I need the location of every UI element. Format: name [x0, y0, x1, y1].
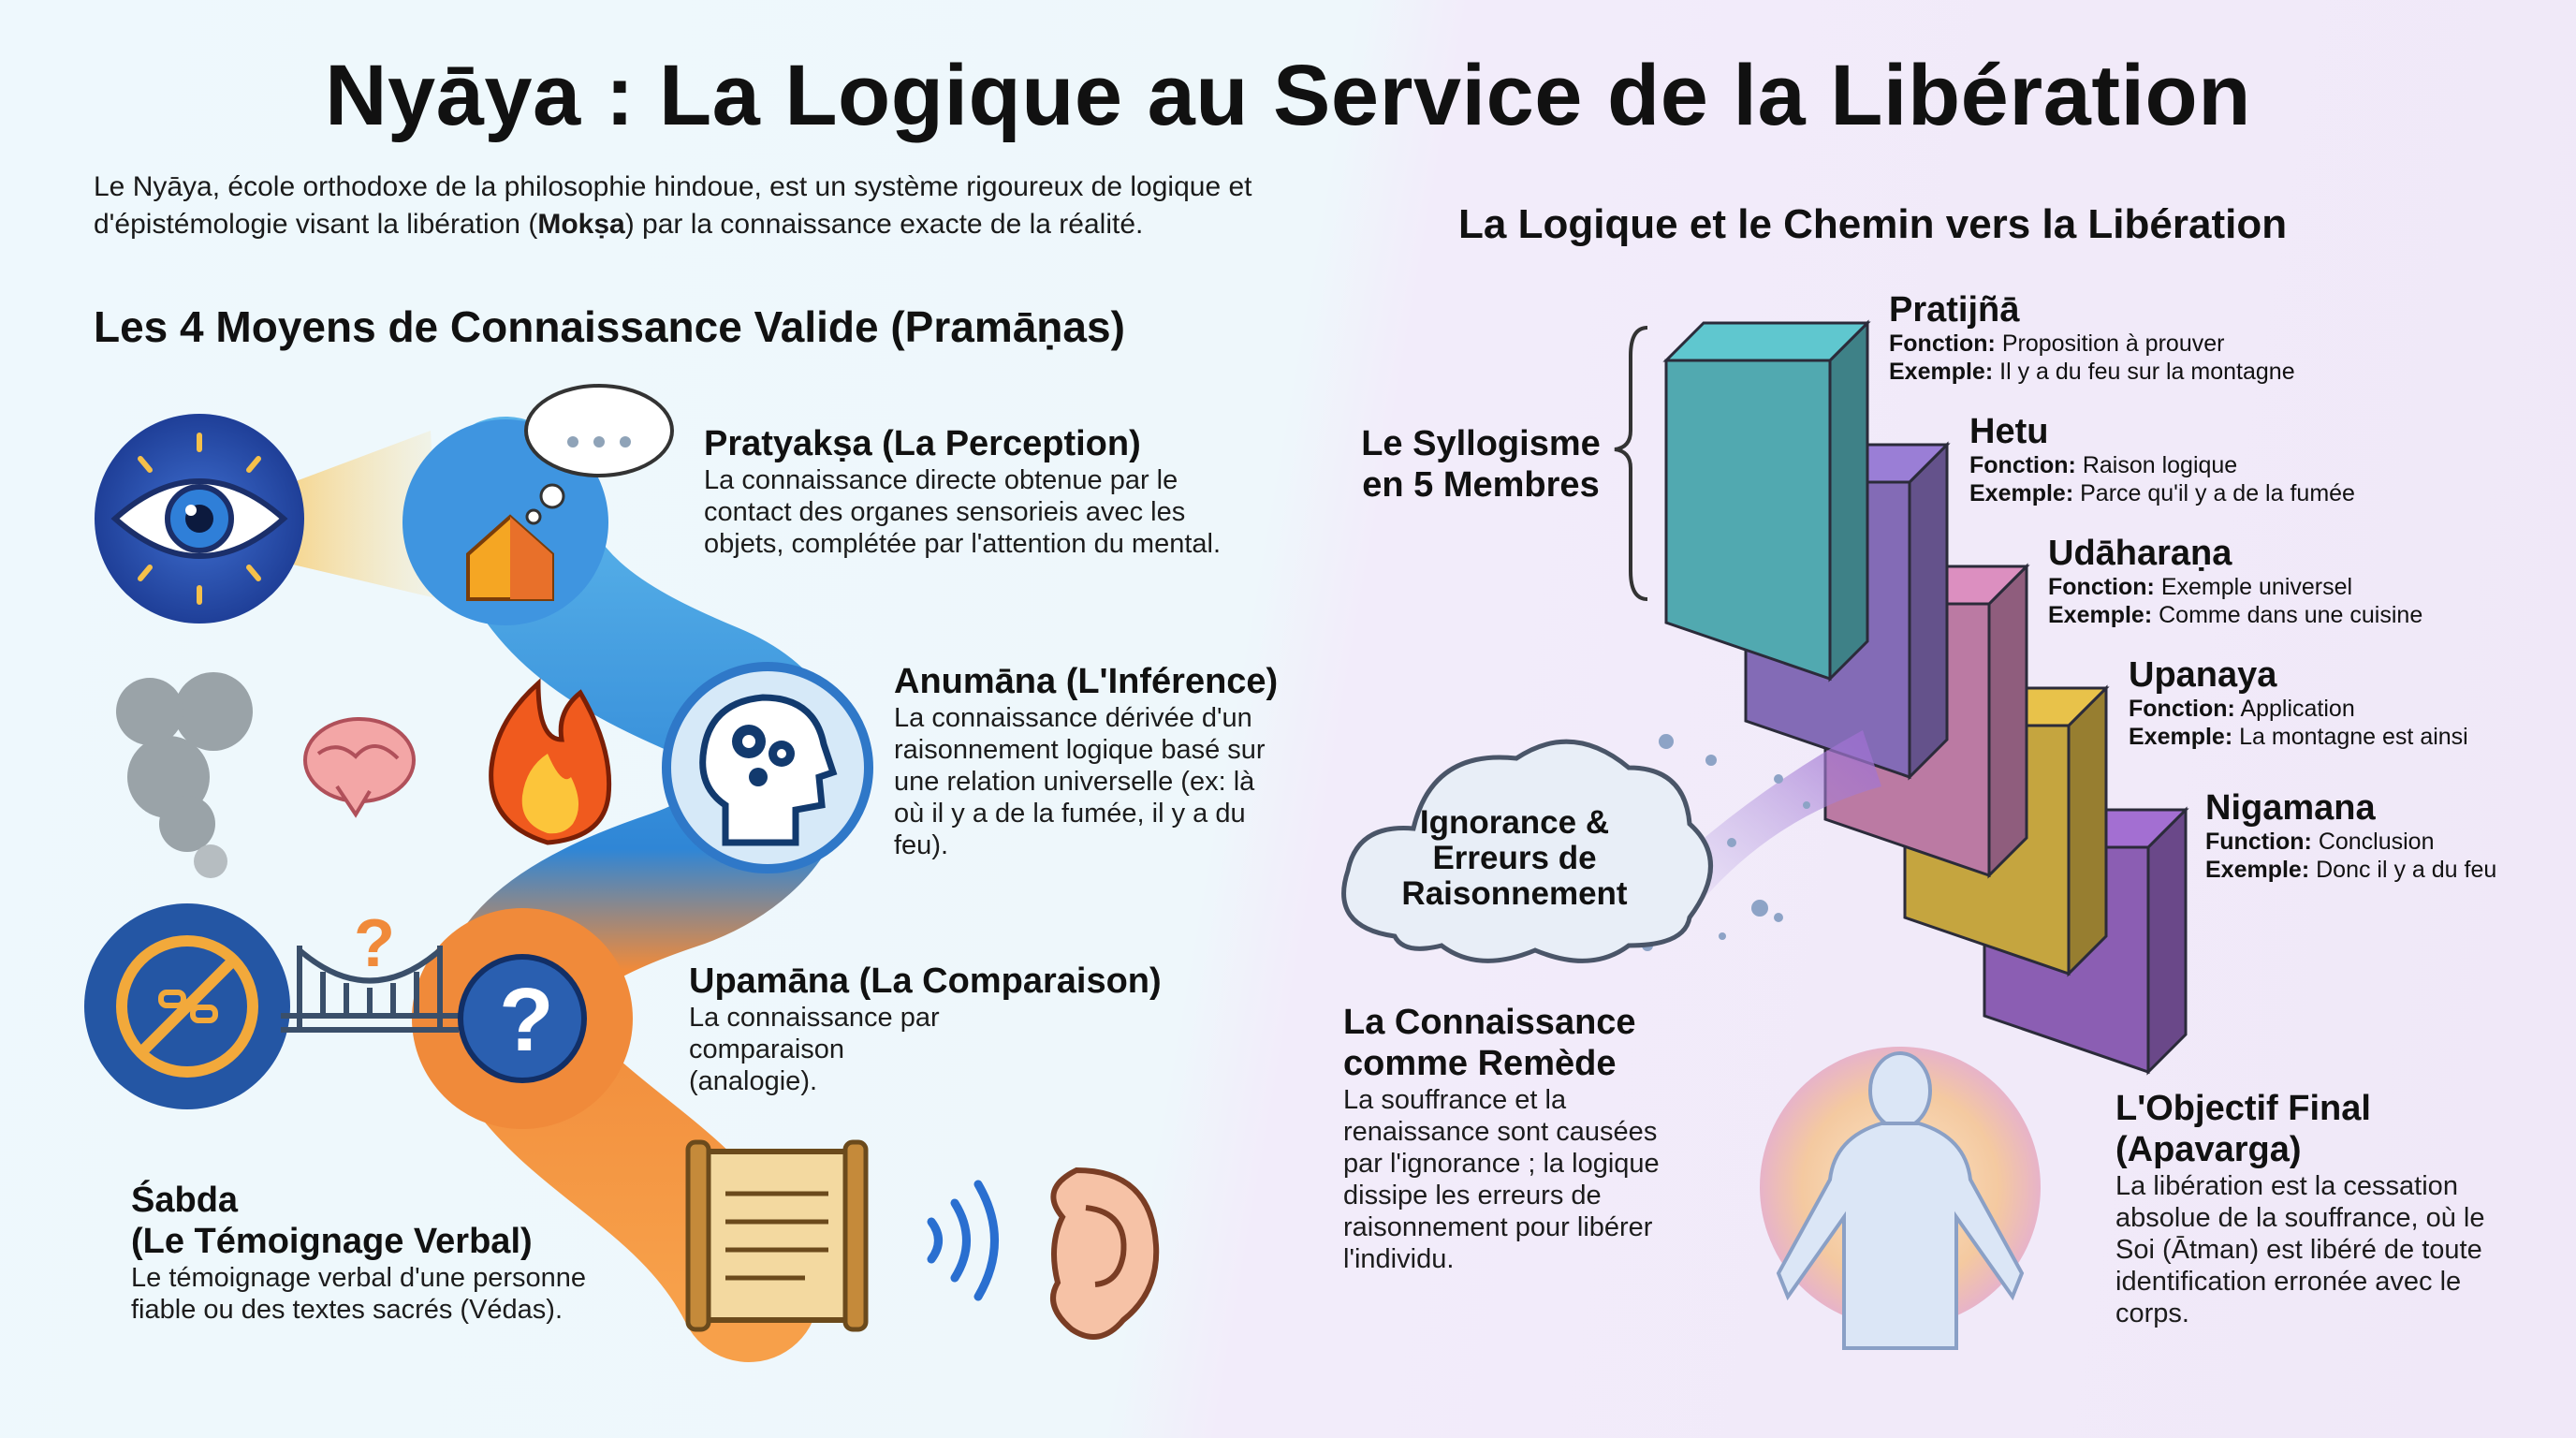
cloud-label: Ignorance & Erreurs de Raisonnement	[1374, 805, 1655, 912]
step-name: Pratijñā	[1889, 290, 2020, 330]
stair-block-top	[1662, 321, 1871, 362]
step-upanaya: Upanaya Fonction: Application Exemple: L…	[2129, 655, 2468, 751]
sabda-desc: Le témoignage verbal d'une personne fiab…	[131, 1263, 587, 1325]
syllogism-label: Le Syllogisme en 5 Membres	[1359, 423, 1603, 506]
svg-text:?: ?	[499, 970, 554, 1070]
step-fn: Proposition à prouver	[2001, 330, 2225, 357]
scroll-icon	[685, 1139, 869, 1332]
pratyaksa-title: Pratyakṣa (La Perception)	[704, 424, 1141, 463]
bridge-icon	[281, 946, 459, 1033]
pramana-pratyaksa: Pratyakṣa (La Perception) La connaissanc…	[704, 423, 1228, 560]
stair-block-side	[1828, 319, 1869, 682]
step-fn-label: Fonction:	[1889, 330, 1996, 357]
bridge-question-mark: ?	[354, 906, 395, 981]
anumana-title: Anumāna (L'Inférence)	[894, 662, 1279, 701]
eye-icon	[95, 414, 304, 624]
upamana-title: Upamāna (La Comparaison)	[689, 961, 1162, 1001]
cloud-icon	[1341, 739, 1713, 963]
intro-text-after: ) par la connaissance exacte de la réali…	[624, 209, 1144, 240]
intro-text-before: Le Nyāya, école orthodoxe de la philosop…	[94, 171, 1252, 240]
pramana-path	[435, 417, 850, 1362]
goal-title-line1: L'Objectif Final	[2115, 1089, 2371, 1128]
pramana-sabda: Śabda (Le Témoignage Verbal) Le témoigna…	[131, 1180, 637, 1326]
meditating-figure-icon	[1776, 1051, 2025, 1350]
thought-bubble-icon	[524, 384, 674, 525]
cloud-line2: Erreurs de	[1432, 840, 1597, 876]
stair-block-side	[1908, 441, 1949, 781]
perception-beam	[281, 431, 440, 599]
step-name: Udāharaṇa	[2048, 534, 2232, 573]
step-fn-label: Fonction:	[1969, 452, 2076, 478]
step-ex: Parce qu'il y a de la fumée	[2080, 480, 2355, 506]
stair-block-front	[1664, 359, 1832, 682]
intro-paragraph: Le Nyāya, école orthodoxe de la philosop…	[94, 169, 1310, 243]
step-ex: Comme dans une cuisine	[2159, 602, 2423, 628]
remedy-title-line1: La Connaissance	[1343, 1003, 1636, 1042]
step-ex-label: Exemple:	[1889, 359, 1994, 385]
pramana-anumana: Anumāna (L'Inférence) La connaissance dé…	[894, 661, 1279, 861]
sound-waves-icon	[927, 1180, 999, 1301]
step-ex-label: Exemple:	[1969, 480, 2074, 506]
no-link-icon	[84, 903, 290, 1109]
syllogism-brace	[1614, 326, 1648, 601]
step-ex: La montagne est ainsi	[2239, 724, 2468, 750]
step-fn-label: Function:	[2205, 829, 2312, 855]
stair-block-side	[2067, 684, 2108, 977]
step-name: Nigamana	[2205, 788, 2376, 828]
step-ex-label: Exemple:	[2205, 857, 2310, 883]
step-hetu: Hetu Fonction: Raison logique Exemple: P…	[1969, 412, 2355, 507]
goal-desc: La libération est la cessation absolue d…	[2115, 1171, 2485, 1328]
sabda-title-line1: Śabda	[131, 1181, 239, 1220]
step-fn: Conclusion	[2318, 829, 2435, 855]
step-fn: Application	[2240, 696, 2355, 722]
stair-block-side	[2146, 806, 2188, 1076]
smoke-icon	[116, 672, 253, 878]
goal-title-line2: (Apavarga)	[2115, 1130, 2302, 1169]
pramana-upamana: Upamāna (La Comparaison) La connaissance…	[689, 961, 1194, 1097]
anumana-desc: La connaissance dérivée d'un raisonnemen…	[894, 703, 1266, 860]
step-udaharana: Udāharaṇa Fonction: Exemple universel Ex…	[2048, 534, 2422, 629]
step-fn: Exemple universel	[2160, 574, 2353, 600]
remedy-block: La Connaissance comme Remède La souffran…	[1343, 1002, 1718, 1275]
step-pratijna: Pratijñā Fonction: Proposition à prouver…	[1889, 290, 2295, 386]
syllogism-label-line1: Le Syllogisme	[1361, 424, 1601, 463]
ear-icon	[1050, 1167, 1160, 1340]
step-ex: Il y a du feu sur la montagne	[1999, 359, 2295, 385]
step-fn-label: Fonction:	[2048, 574, 2155, 600]
step-fn-label: Fonction:	[2129, 696, 2235, 722]
question-mark-icon: ?	[458, 954, 587, 1083]
remedy-title-line2: comme Remède	[1343, 1044, 1617, 1083]
upamana-desc: La connaissance par comparaison (analogi…	[689, 1003, 940, 1096]
ignorance-mist	[1666, 730, 1881, 899]
pramanas-heading: Les 4 Moyens de Connaissance Valide (Pra…	[94, 302, 1125, 351]
remedy-desc: La souffrance et la renaissance sont cau…	[1343, 1085, 1660, 1274]
head-gears-icon	[699, 694, 838, 846]
step-name: Hetu	[1969, 412, 2049, 451]
cloud-line1: Ignorance &	[1419, 804, 1610, 841]
fire-icon	[489, 678, 612, 845]
step-ex-label: Exemple:	[2048, 602, 2153, 628]
intro-moksa: Mokṣa	[537, 209, 625, 240]
step-nigamana: Nigamana Function: Conclusion Exemple: D…	[2205, 788, 2496, 884]
house-icon	[466, 514, 554, 601]
goal-block: L'Objectif Final (Apavarga) La libératio…	[2115, 1088, 2509, 1329]
cloud-line3: Raisonnement	[1401, 875, 1628, 912]
syllogism-label-line2: en 5 Membres	[1362, 465, 1600, 505]
syllogism-staircase	[1662, 319, 2189, 1076]
page-title: Nyāya : La Logique au Service de la Libé…	[325, 48, 2251, 143]
sabda-title-line2: (Le Témoignage Verbal)	[131, 1222, 533, 1261]
step-ex-label: Exemple:	[2129, 724, 2233, 750]
step-ex: Donc il y a du feu	[2316, 857, 2497, 883]
step-name: Upanaya	[2129, 655, 2277, 695]
brain-icon	[303, 717, 416, 818]
pratyaksa-desc: La connaissance directe obtenue par le c…	[704, 465, 1222, 559]
stair-block-side	[1987, 563, 2028, 879]
step-fn: Raison logique	[2082, 452, 2238, 478]
right-heading: La Logique et le Chemin vers la Libérati…	[1458, 201, 2288, 247]
